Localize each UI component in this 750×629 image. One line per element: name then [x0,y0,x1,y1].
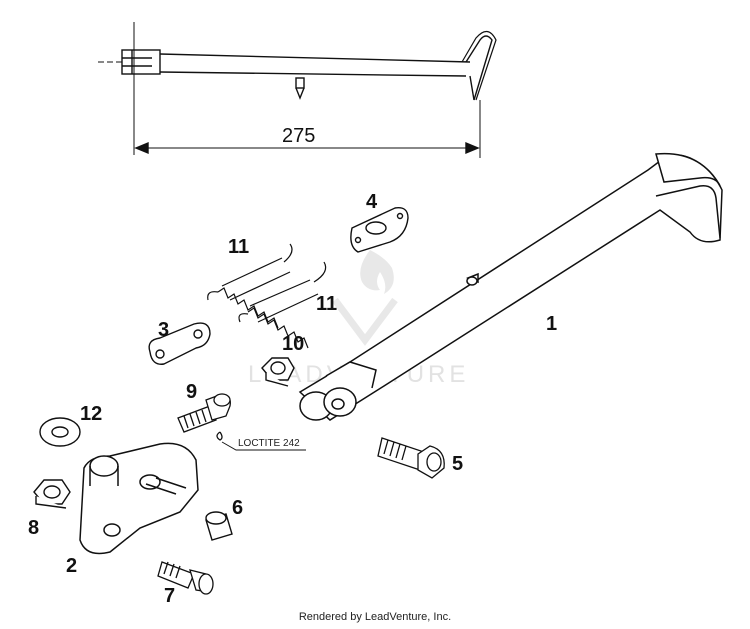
part-label-4: 4 [366,191,378,213]
bracket-part [79,442,199,555]
part-label-11-lower: 11 [316,293,337,315]
screw-part [177,393,306,451]
part-label-7: 7 [164,585,175,607]
side-view [98,22,497,158]
part-label-2: 2 [66,555,77,577]
pivot-bolt-part [377,437,445,479]
part-label-3: 3 [158,319,169,341]
part-label-8: 8 [28,517,39,539]
footer-credit: Rendered by LeadVenture, Inc. [298,611,452,623]
part-label-1: 1 [546,313,557,335]
part-label-12: 12 [80,403,102,425]
part-labels: 1 2 3 4 5 6 7 8 9 10 11 11 12 [28,191,557,607]
link-part [148,322,211,365]
loctite-note: LOCTITE 242 [238,438,300,449]
washer-part [39,417,81,447]
spring-lower-part [238,261,327,349]
spring-upper-part [207,243,293,329]
flame-logo-icon [360,250,394,294]
dimension-label: 275 [282,125,315,147]
part-label-11-upper: 11 [228,236,249,258]
part-label-6: 6 [232,497,243,519]
plate-part [350,207,409,253]
bushing-part [205,511,233,541]
part-label-9: 9 [186,381,197,403]
side-stand-part [298,152,723,421]
part-label-5: 5 [452,453,463,475]
part-label-10: 10 [282,333,304,355]
flange-nut-part [33,479,71,509]
bolt-part [157,561,214,595]
nut-part [261,357,295,387]
